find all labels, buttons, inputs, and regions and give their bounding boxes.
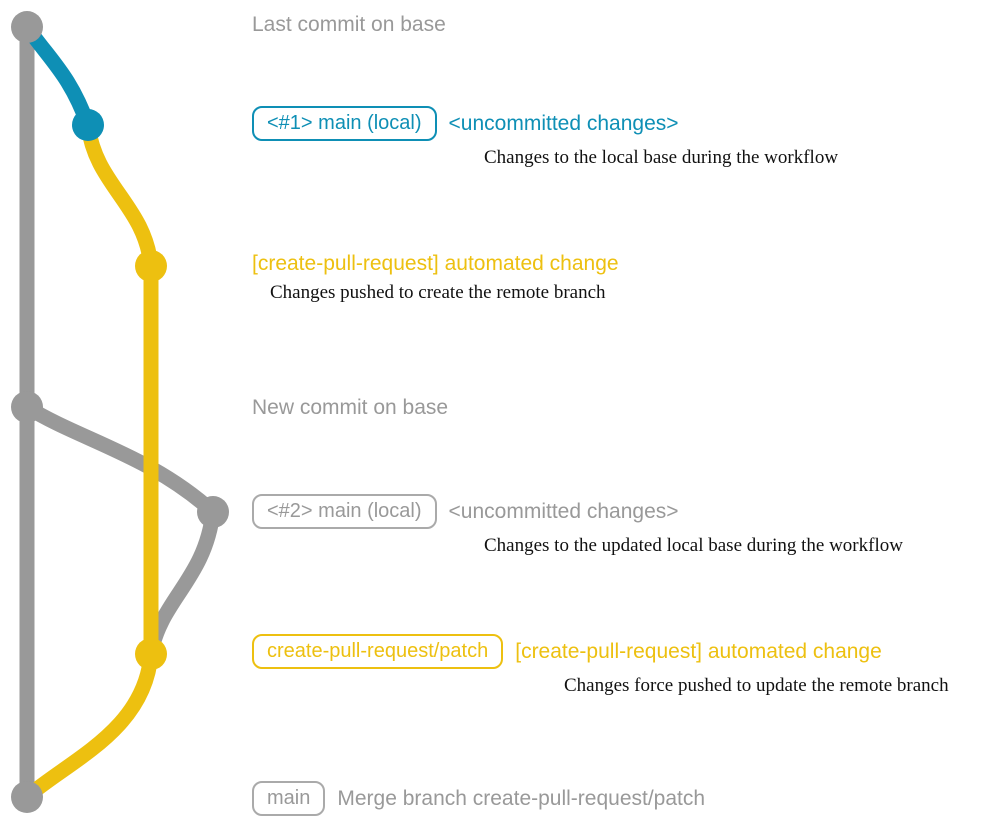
commit-node-local-main-2[interactable] — [197, 496, 229, 528]
commit-subject-local-main-2: <uncommitted changes> — [448, 499, 679, 523]
commit-row-local-main-2: <#2> main (local) <uncommitted changes> Ch… — [252, 494, 903, 557]
commit-headline: New commit on base — [252, 396, 448, 420]
commit-row-local-main-1: <#1> main (local) <uncommitted changes> Ch… — [252, 106, 838, 169]
ref-badge-merge-commit[interactable]: main — [252, 781, 326, 816]
commit-headline: <#2> main (local) <uncommitted changes> — [252, 494, 903, 529]
commit-body-local-main-2: Changes to the updated local base during… — [484, 535, 903, 556]
commit-subject-last-commit-on-base: Last commit on base — [252, 13, 446, 37]
local-branch-out-line — [19, 399, 221, 520]
commit-subject-automated-change-1: [create-pull-request] automated change — [252, 252, 619, 276]
commit-node-automated-change-1[interactable] — [135, 250, 167, 282]
ref-badge-automated-change-2[interactable]: create-pull-request/patch — [252, 634, 504, 669]
commit-row-merge-commit: main Merge branch create-pull-request/pat… — [252, 781, 705, 816]
commit-row-last-commit-on-base: Last commit on base — [252, 13, 446, 37]
commit-node-new-commit-on-base[interactable] — [11, 391, 43, 423]
commit-row-new-commit-on-base: New commit on base — [252, 396, 448, 420]
commit-headline: create-pull-request/patch [create-pull-re… — [252, 634, 949, 669]
patch-merge-line — [19, 646, 159, 805]
commit-headline: [create-pull-request] automated change — [252, 252, 619, 276]
commit-node-local-main-1[interactable] — [72, 109, 104, 141]
patch-branch-start-line — [80, 117, 159, 274]
commit-body-automated-change-2: Changes force pushed to update the remot… — [564, 675, 949, 696]
commit-headline: main Merge branch create-pull-request/pat… — [252, 781, 705, 816]
commit-body-local-main-1: Changes to the local base during the wor… — [484, 147, 839, 168]
ref-badge-local-main-2[interactable]: <#2> main (local) — [252, 494, 437, 529]
ref-badge-local-main-1[interactable]: <#1> main (local) — [252, 106, 437, 141]
commit-headline: <#1> main (local) <uncommitted changes> — [252, 106, 838, 141]
commit-node-last-commit-on-base[interactable] — [11, 11, 43, 43]
commit-row-automated-change-2: create-pull-request/patch [create-pull-re… — [252, 634, 949, 697]
commit-subject-new-commit-on-base: New commit on base — [252, 396, 449, 420]
commit-subject-automated-change-2: [create-pull-request] automated change — [515, 639, 882, 663]
commit-headline: Last commit on base — [252, 13, 446, 37]
commit-node-merge-commit[interactable] — [11, 781, 43, 813]
commit-subject-local-main-1: <uncommitted changes> — [448, 111, 679, 135]
commit-body-automated-change-1: Changes pushed to create the remote bran… — [270, 282, 606, 304]
commit-subject-merge-commit: Merge branch create-pull-request/patch — [337, 786, 706, 810]
commit-node-automated-change-2[interactable] — [135, 638, 167, 670]
